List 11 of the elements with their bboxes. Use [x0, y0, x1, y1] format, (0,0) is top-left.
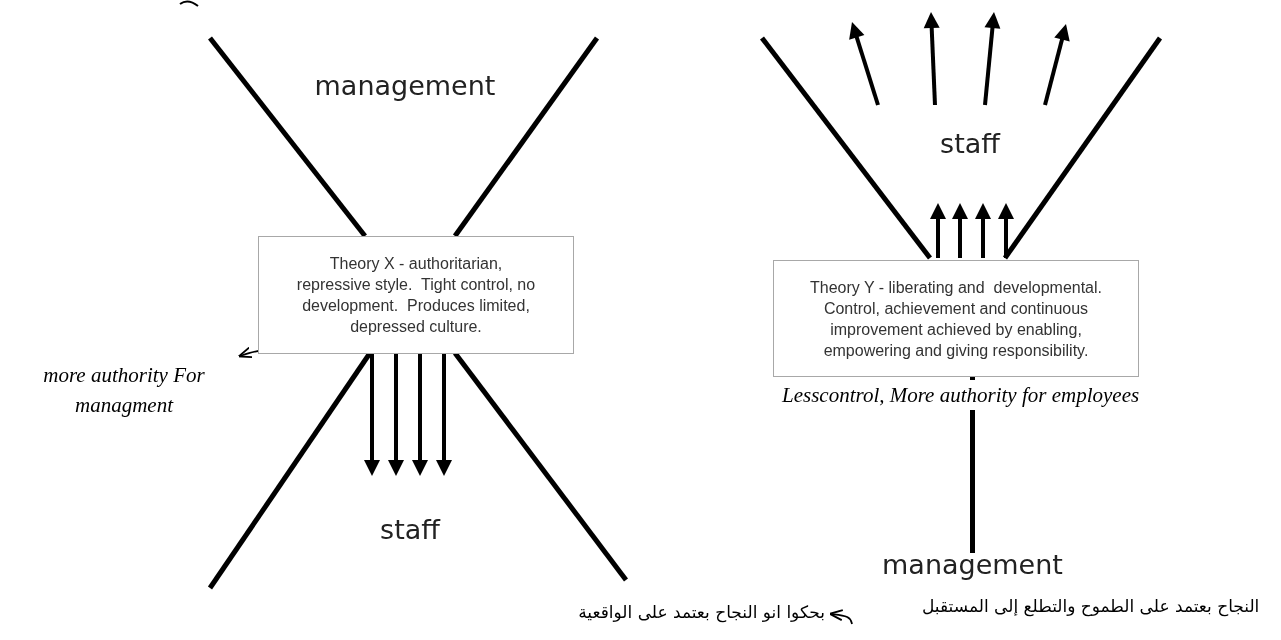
handwritten-note: بحكوا انو النجاح بعتمد على الواقعية	[480, 602, 825, 622]
section-label: management	[860, 549, 1085, 580]
text-box: Theory Y - liberating and developmental. Control, achievement and continuous improvement achieved by enabling, empowering and giving responsibility.	[773, 260, 1139, 377]
handwritten-note: more authority For managment	[4, 360, 244, 420]
arrow	[828, 609, 853, 625]
arrow	[237, 346, 259, 359]
handwritten-note: Lesscontrol, More authority for employees	[780, 380, 1142, 410]
section-label: staff	[910, 128, 1030, 159]
text-box: Theory X - authoritarian, repressive style. Tight control, no development. Produces limited, depressed culture.	[258, 236, 574, 354]
section-label: management	[300, 70, 510, 101]
section-label: staff	[350, 514, 470, 545]
